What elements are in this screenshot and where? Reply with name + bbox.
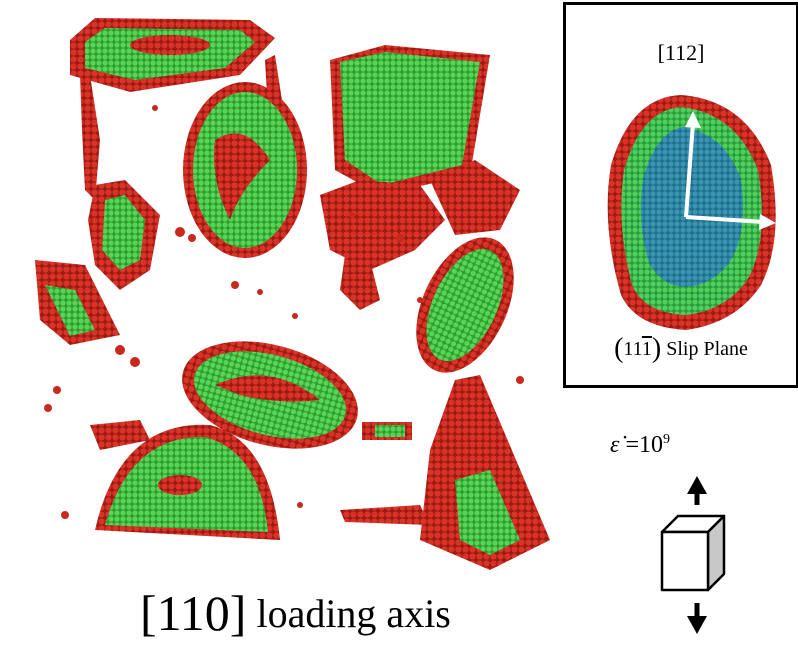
strain-rate-label: ε̇ =109 [610,432,770,472]
strain-rate-base: 10 [639,432,664,458]
loop-left-wedge [35,260,120,345]
loading-axis-caption: [110] loading axis [140,583,500,643]
loading-axis-label: loading axis [256,591,451,636]
loop-core [640,127,744,287]
cube-icon [660,514,726,592]
tension-arrow-down [687,603,707,634]
loading-direction-index: [110] [140,585,247,641]
loop-right-oval [416,237,514,373]
loop-small-center [362,422,412,440]
atomistic-simulation-view: [110] loading axis [35,18,550,641]
loop-center-oval [183,82,307,258]
loop-upper-left [88,180,160,290]
strain-rate-symbol: ε̇ [610,432,620,458]
loop-middle-right-cluster [320,160,520,310]
strain-rate-equals: = [619,432,640,458]
loop-lower-middle [182,341,358,449]
slip-plane-label: (111) Slip Plane [566,333,796,365]
plane-index-digits: 11 [623,338,642,360]
crystal-axes-arrows [684,111,776,230]
slip-plane-text: Slip Plane [666,338,748,360]
loop-upper-right-plate [330,45,490,195]
dislocation-loops-figure [35,18,550,570]
plane-index-bar-digit: 1 [641,338,652,360]
tension-arrow-up [687,476,707,505]
slip-plane-inset: [112] (111) Slip Plane [563,2,798,388]
loop-top-left-plate [70,18,285,200]
loop-lower-right-triangle [340,375,550,570]
strain-rate-exponent: 9 [663,432,671,447]
loading-cube-diagram [640,470,740,640]
loop-lower-left-dome [90,420,280,540]
plane-paren-close: ) [651,333,662,364]
inset-direction-label: [112] [657,40,705,65]
scattered-atoms [44,105,524,519]
slip-plane-loop-figure [607,95,776,330]
cube-with-tension-arrows [660,476,726,634]
plane-paren-open: ( [614,333,624,364]
